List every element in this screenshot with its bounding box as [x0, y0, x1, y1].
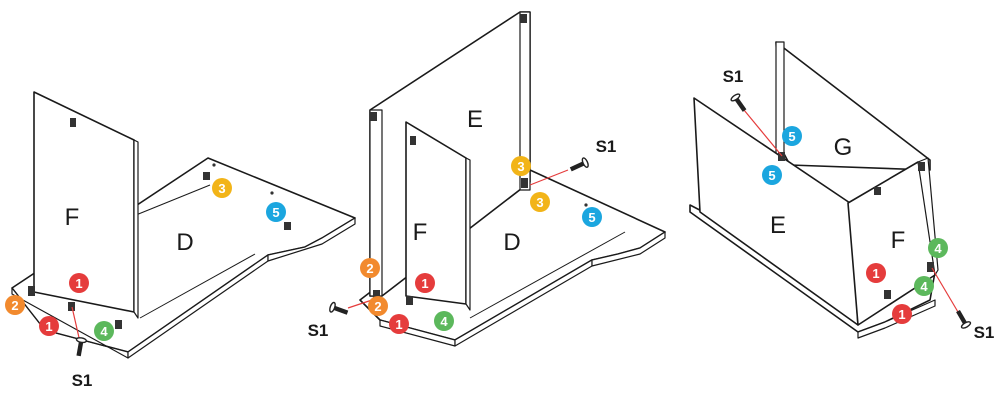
screw-s1-bottom-icon [956, 309, 972, 329]
step-3-illustration: G E F S1 S1 5 5 4 4 1 1 [689, 41, 995, 342]
svg-text:5: 5 [272, 205, 279, 220]
badge-step1-5: 5 [266, 202, 286, 222]
badge-step2-4: 4 [434, 311, 454, 331]
step-2-illustration: E F D S1 S1 2 2 1 1 4 3 3 5 [308, 11, 666, 347]
badge-step1-3: 3 [212, 178, 232, 198]
badge-step3-5-top: 5 [782, 126, 802, 146]
svg-text:1: 1 [421, 276, 428, 291]
svg-text:3: 3 [536, 195, 543, 210]
panel-label-d: D [503, 229, 520, 256]
screw-s1-top-icon [730, 93, 747, 112]
svg-text:4: 4 [440, 314, 448, 329]
badge-step2-2-top: 2 [360, 258, 380, 278]
svg-text:4: 4 [920, 279, 928, 294]
screw-label-s1-right: S1 [596, 137, 617, 156]
screw-label-s1: S1 [72, 371, 93, 390]
svg-text:2: 2 [11, 298, 18, 313]
panel-label-e: E [770, 212, 786, 239]
screw-s1-right-icon [569, 157, 589, 172]
panel-label-f: F [891, 227, 906, 254]
svg-text:1: 1 [395, 317, 402, 332]
badge-step2-2-bottom: 2 [368, 296, 388, 316]
svg-text:2: 2 [366, 261, 373, 276]
svg-text:1: 1 [75, 276, 82, 291]
badge-step3-4-bottom: 4 [914, 276, 934, 296]
svg-text:1: 1 [898, 307, 905, 322]
screw-label-s1-bottom: S1 [974, 323, 995, 342]
badge-step3-5-bottom: 5 [762, 165, 782, 185]
panel-label-d: D [176, 229, 193, 256]
panel-label-f: F [65, 204, 80, 231]
badge-step2-1-bottom: 1 [389, 314, 409, 334]
svg-text:5: 5 [588, 210, 595, 225]
panel-label-g: G [834, 134, 853, 161]
screw-s1-left-icon [329, 301, 349, 315]
badge-step2-3-bottom: 3 [530, 192, 550, 212]
badge-step1-2: 2 [5, 295, 25, 315]
badge-step2-3-top: 3 [511, 156, 531, 176]
panel-label-f: F [413, 219, 428, 246]
svg-text:1: 1 [45, 319, 52, 334]
svg-text:4: 4 [934, 241, 942, 256]
step-1-illustration: F D S1 1 2 1 4 3 5 [5, 91, 356, 390]
svg-text:2: 2 [374, 299, 381, 314]
panel-label-e: E [467, 106, 483, 133]
badge-step1-1-top: 1 [69, 273, 89, 293]
badge-step2-5: 5 [582, 207, 602, 227]
screw-label-s1-top: S1 [723, 67, 744, 86]
svg-text:5: 5 [788, 129, 795, 144]
svg-text:3: 3 [218, 181, 225, 196]
svg-text:4: 4 [100, 324, 108, 339]
badge-step2-1-top: 1 [415, 273, 435, 293]
svg-text:5: 5 [768, 168, 775, 183]
badge-step3-1-bottom: 1 [892, 304, 912, 324]
screw-s1-icon [75, 337, 88, 357]
screw-label-s1-left: S1 [308, 321, 329, 340]
badge-step3-1-top: 1 [866, 263, 886, 283]
badge-step1-4: 4 [94, 321, 114, 341]
svg-text:1: 1 [872, 266, 879, 281]
badge-step1-1-bottom: 1 [39, 316, 59, 336]
badge-step3-4-top: 4 [928, 238, 948, 258]
panel-g-back [775, 41, 931, 171]
svg-text:3: 3 [517, 159, 524, 174]
